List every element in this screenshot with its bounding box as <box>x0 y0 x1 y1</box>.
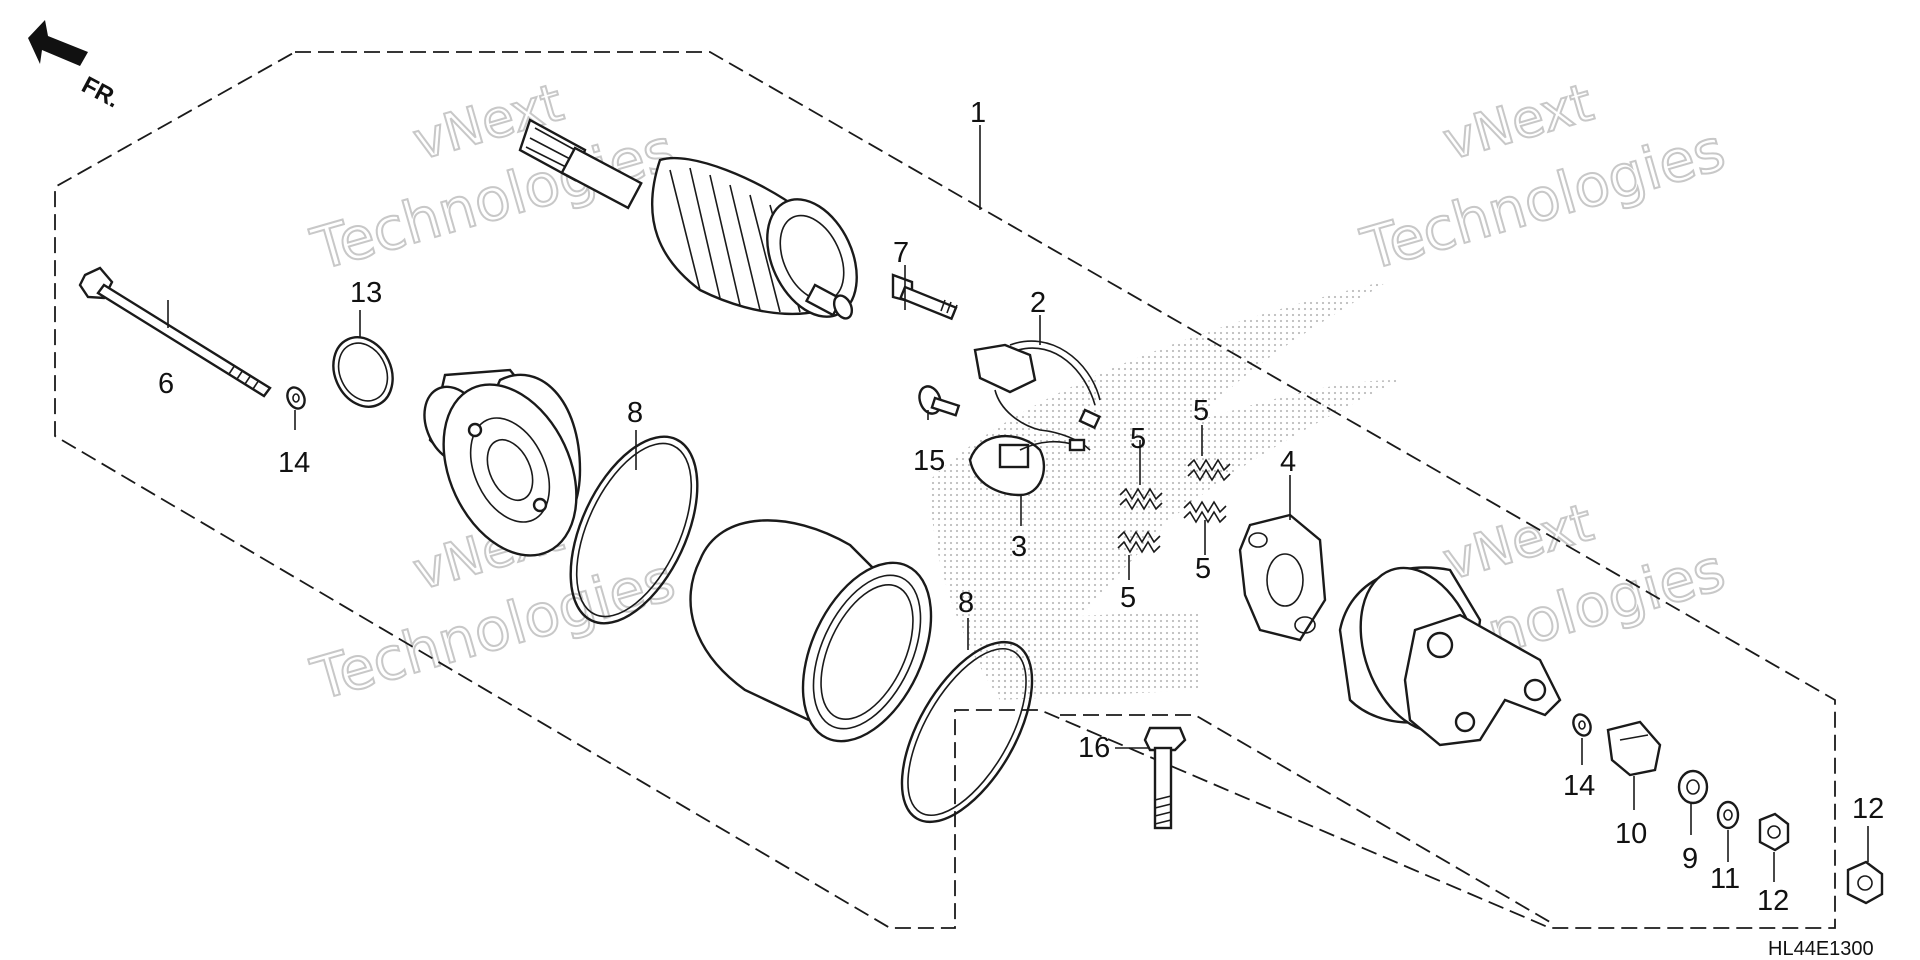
callout-8a: 8 <box>627 397 643 429</box>
callout-8b: 8 <box>958 587 974 619</box>
callout-14a: 14 <box>278 447 310 479</box>
callout-13: 13 <box>350 277 382 309</box>
callout-1: 1 <box>970 97 986 129</box>
brush-holder <box>1238 513 1327 642</box>
yoke <box>689 519 933 743</box>
callout-5d: 5 <box>1120 582 1136 614</box>
callout-12b: 12 <box>1852 793 1884 825</box>
terminal-insulator <box>1606 720 1662 777</box>
armature <box>518 118 858 320</box>
brush-spring-1 <box>1119 487 1163 511</box>
nut-12-inner <box>1758 812 1790 852</box>
brand-wing-emblem <box>930 280 1400 700</box>
washer-9 <box>1677 769 1709 805</box>
callout-10: 10 <box>1615 818 1647 850</box>
callout-6: 6 <box>158 368 174 400</box>
callout-2: 2 <box>1030 287 1046 319</box>
terminal-screw <box>891 273 958 321</box>
callout-15: 15 <box>913 445 945 477</box>
callout-9: 9 <box>1682 843 1698 875</box>
front-direction-arrow-icon: FR. <box>28 20 124 113</box>
callout-labels: 1 7 2 13 6 14 8 15 3 5 5 5 5 4 8 16 14 1… <box>158 97 1884 917</box>
washer-11 <box>1716 800 1740 830</box>
brush-plate <box>968 435 1086 497</box>
assembly-boundary <box>54 51 1836 929</box>
through-bolt <box>78 266 272 398</box>
brush-terminal <box>973 340 1102 451</box>
callout-12a: 12 <box>1757 885 1789 917</box>
callout-11: 11 <box>1710 863 1740 895</box>
nut-12-outer <box>1846 860 1884 905</box>
front-cover <box>423 368 582 557</box>
brush-spring-2 <box>1187 458 1231 482</box>
leader-lines <box>167 125 1869 882</box>
diagram-code: HL44E1300 <box>1768 938 1874 960</box>
flange-bolt <box>1143 726 1187 830</box>
o-ring-small <box>332 336 394 408</box>
watermark-top-right: vNext Technologies <box>1353 72 1733 285</box>
brush-spring-3 <box>1117 530 1161 554</box>
callout-5a: 5 <box>1193 395 1209 427</box>
brush-spring-4 <box>1183 500 1227 524</box>
callout-4: 4 <box>1280 446 1296 478</box>
rear-cover <box>1338 566 1562 747</box>
bolt-group-boundary <box>1060 714 1556 926</box>
callout-5c: 5 <box>1195 553 1211 585</box>
washer-right <box>1572 713 1592 737</box>
o-ring-upper <box>569 435 699 625</box>
callout-14b: 14 <box>1563 770 1595 802</box>
svg-text:FR.: FR. <box>77 71 124 113</box>
callout-5b: 5 <box>1130 423 1146 455</box>
callout-3: 3 <box>1011 531 1027 563</box>
screw-small <box>918 385 961 417</box>
callout-7: 7 <box>893 237 909 269</box>
o-ring-lower <box>900 640 1034 824</box>
washer-left <box>286 386 306 410</box>
callout-16: 16 <box>1078 732 1110 764</box>
